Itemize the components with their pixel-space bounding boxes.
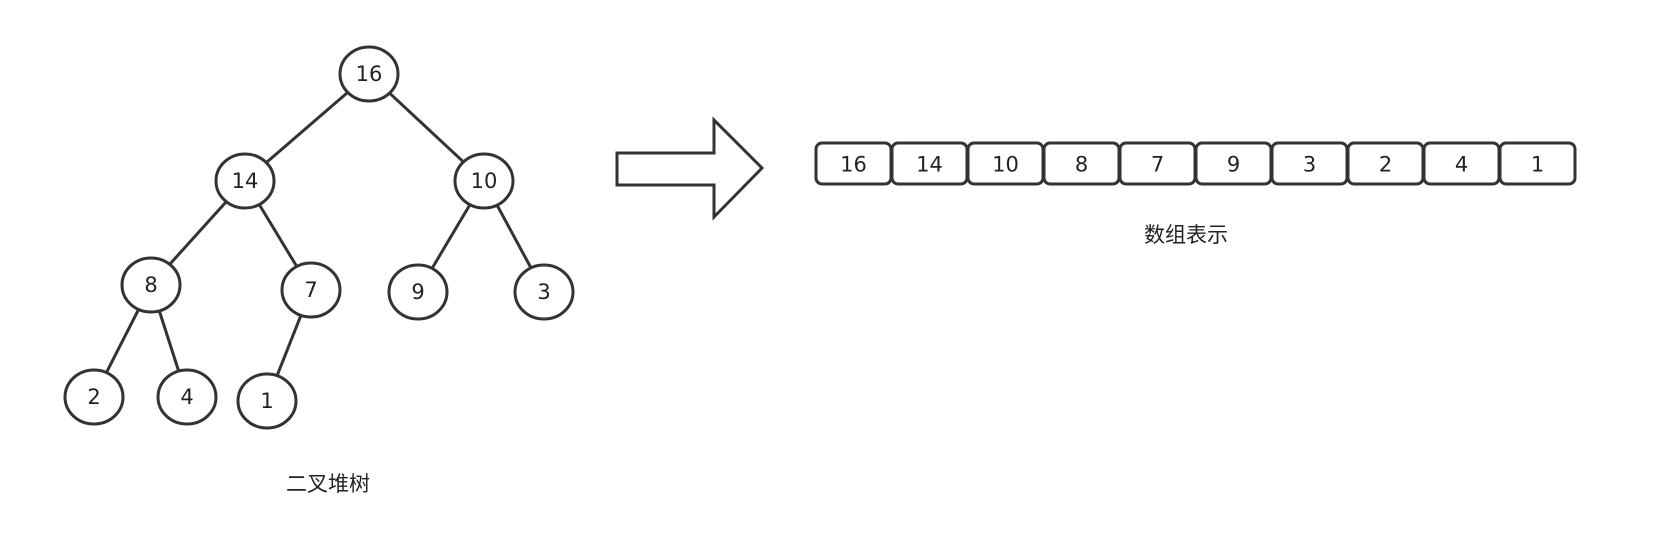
tree-node-label: 7 [304,278,317,302]
tree-node-label: 9 [411,280,424,304]
array-cell: 3 [1270,141,1349,186]
tree-node-n3: 3 [513,263,575,321]
tree-edge-n8-n4 [157,310,181,372]
tree-node-circle [387,263,449,321]
tree-node-circle [453,152,515,210]
array-cell-value: 3 [1303,153,1316,177]
tree-node-n7: 7 [280,261,342,319]
tree-node-label: 1 [260,389,273,413]
array-cell: 4 [1422,141,1501,186]
array-cell: 14 [890,141,969,186]
tree-node-circle [214,152,276,210]
tree-edge-n10-n3 [495,204,533,269]
array-cell-value: 14 [916,153,943,177]
array-cell-value: 8 [1075,153,1088,177]
array-caption: 数组表示 [1144,223,1228,247]
tree-node-label: 8 [144,273,157,297]
array-cell-value: 1 [1531,153,1544,177]
tree-node-circle [236,372,298,430]
array-cell-value: 7 [1151,153,1164,177]
tree-edge-n14-n8 [168,200,228,266]
tree-node-circle [120,256,182,314]
tree-node-n2: 2 [63,368,125,426]
array-cell: 1 [1498,141,1577,186]
tree-edge-n16-n10 [388,91,465,164]
tree-node-n4: 4 [156,368,218,426]
array-cell: 16 [814,141,893,186]
array-cell: 9 [1194,141,1273,186]
tree-node-label: 2 [87,385,100,409]
tree-node-circle [280,261,342,319]
tree-node-n14: 14 [214,152,276,210]
tree-edge-n7-n1 [275,314,303,377]
array-cells: 16 14 10 8 7 9 3 2 4 1 [814,141,1577,186]
tree-node-n10: 10 [453,152,515,210]
tree-node-n9: 9 [387,263,449,321]
array-cell: 8 [1042,141,1121,186]
tree-node-label: 14 [232,169,259,193]
tree-nodes: 16 14 10 8 7 9 3 2 4 1 [63,45,575,430]
tree-edge-n10-n9 [430,203,472,270]
tree-node-n1: 1 [236,372,298,430]
tree-node-circle [156,368,218,426]
tree-node-circle [63,368,125,426]
array-cell: 10 [966,141,1045,186]
tree-edge-n16-n14 [265,91,349,164]
tree-node-label: 3 [537,280,550,304]
tree-node-label: 16 [356,62,383,86]
tree-node-n16: 16 [338,45,400,103]
array-cell: 2 [1346,141,1425,186]
tree-node-label: 10 [471,169,498,193]
array-cell-value: 4 [1455,153,1468,177]
array-cell-value: 2 [1379,153,1392,177]
array-cell-value: 9 [1227,153,1240,177]
tree-edge-n8-n2 [105,308,140,374]
tree-edge-n14-n7 [257,203,299,268]
array-cell-value: 16 [840,153,867,177]
tree-node-circle [513,263,575,321]
array-cell: 7 [1118,141,1197,186]
tree-node-label: 4 [180,385,193,409]
array-cell-box [1498,141,1577,186]
right-arrow-icon [615,116,765,221]
tree-node-circle [338,45,400,103]
array-cell-value: 10 [992,153,1019,177]
tree-caption: 二叉堆树 [286,472,370,496]
tree-edges [105,91,533,377]
tree-node-n8: 8 [120,256,182,314]
